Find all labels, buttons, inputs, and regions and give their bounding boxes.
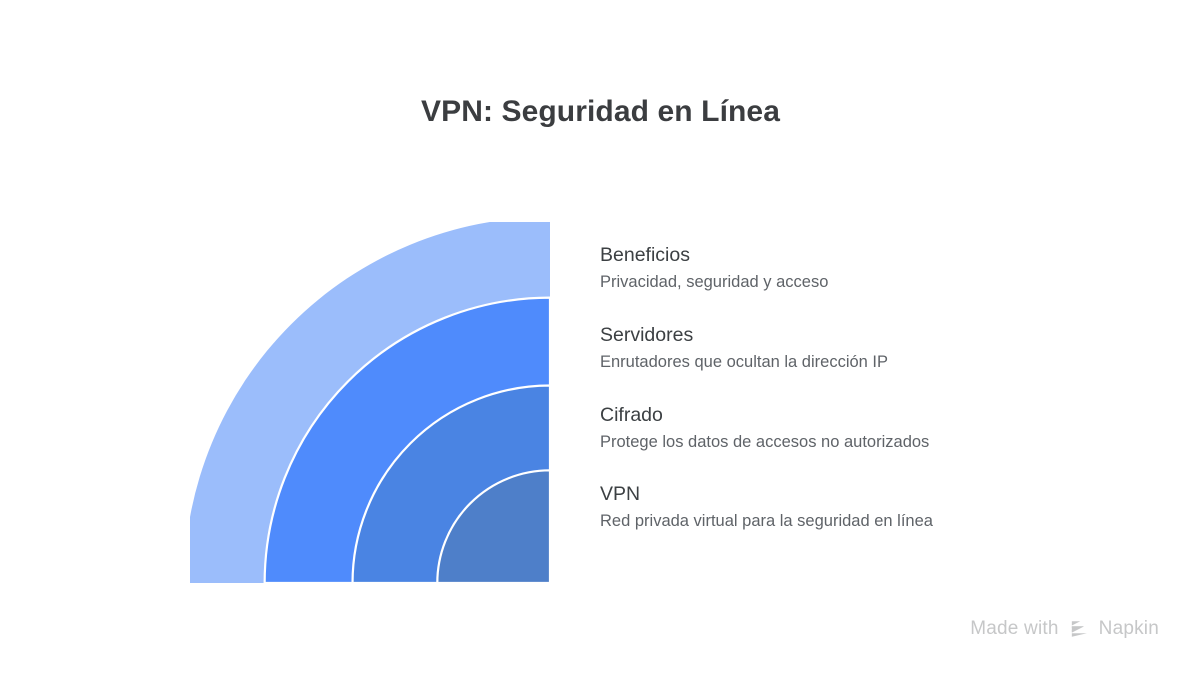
page-title: VPN: Seguridad en Línea — [420, 95, 781, 128]
legend-item-description: Privacidad, seguridad y acceso — [600, 273, 829, 291]
napkin-watermark: Made with Napkin — [970, 617, 1159, 641]
legend-item-heading: VPN — [600, 483, 641, 505]
legend-item-beneficios[interactable]: Beneficios Privacidad, seguridad y acces… — [600, 243, 1160, 294]
legend-item-servidores[interactable]: Servidores Enrutadores que ocultan la di… — [600, 323, 1160, 374]
watermark-brand-label: Napkin — [1098, 618, 1159, 639]
napkin-logo-icon — [1068, 618, 1090, 640]
concentric-rings-diagram — [190, 222, 556, 588]
legend-item-description: Red privada virtual para la seguridad en… — [600, 512, 933, 530]
legend-item-description: Protege los datos de accesos no autoriza… — [600, 433, 930, 451]
legend-item-cifrado[interactable]: Cifrado Protege los datos de accesos no … — [600, 403, 1160, 454]
legend-item-heading: Beneficios — [600, 244, 690, 266]
legend-item-heading: Cifrado — [600, 404, 663, 426]
rings-group — [190, 222, 552, 585]
watermark-prefix-label: Made with — [970, 618, 1059, 639]
legend-item-description: Enrutadores que ocultan la dirección IP — [600, 353, 889, 371]
ring-segment-vpn[interactable] — [436, 469, 552, 585]
legend-item-heading: Servidores — [600, 324, 694, 346]
rings-svg — [190, 222, 552, 585]
legend-item-vpn[interactable]: VPN Red privada virtual para la segurida… — [600, 482, 1160, 533]
